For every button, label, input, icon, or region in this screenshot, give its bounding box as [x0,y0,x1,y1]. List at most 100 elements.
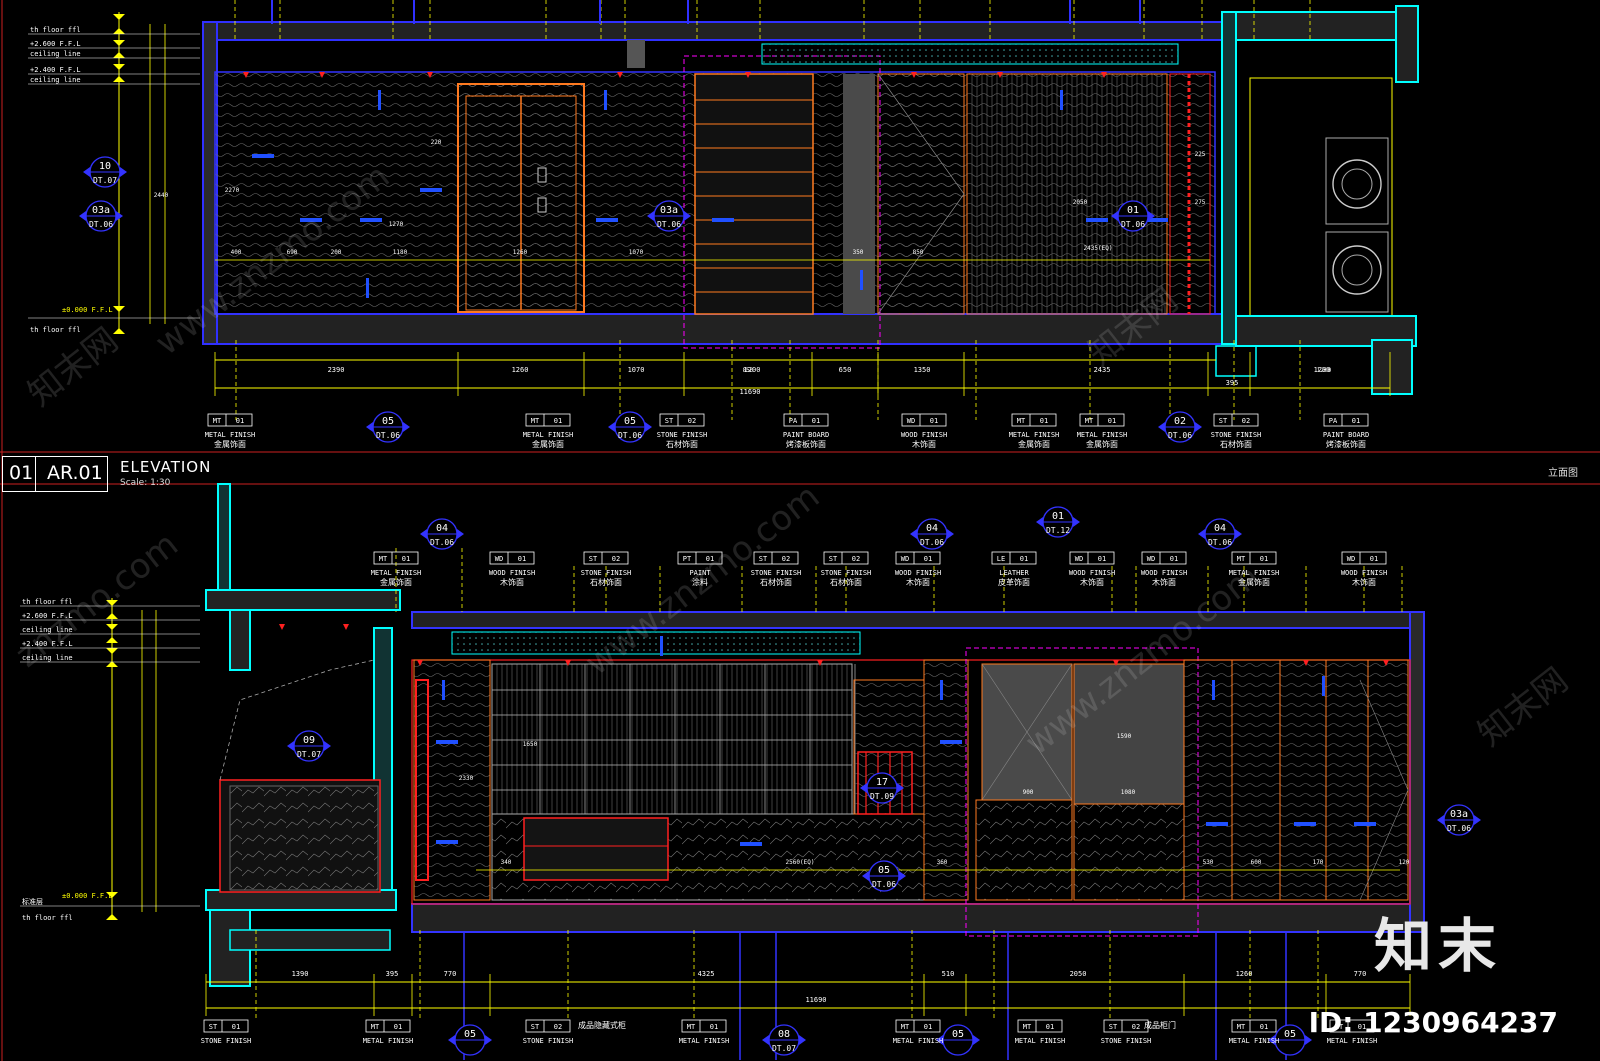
material-name: METAL FINISH [893,1037,944,1045]
dim-value: 1070 [628,366,645,374]
material-code: LE [997,555,1005,563]
material-number: 01 [1108,417,1116,425]
inner-dim: 220 [431,139,442,146]
top-laundry-box [1249,77,1393,319]
top-wood-panel [877,73,965,315]
door-swing [1359,789,1409,901]
top-right-wall [1221,11,1237,345]
material-name-cn: 金属饰面 [1018,439,1050,449]
material-code: MT [531,417,540,425]
leather-x [981,663,1073,801]
floor-level: ±0.000 F.F.L [62,306,113,314]
material-code: PA [1329,417,1338,425]
bot-ceiling-cove [451,631,861,655]
material-tag-box [895,1019,941,1033]
callout-arrow [120,167,127,177]
material-name: STONE FINISH [1101,1037,1152,1045]
material-name-cn: 木饰面 [1152,577,1176,587]
inner-dim: 1200 [1317,367,1332,374]
callout-arrow [899,871,906,881]
elevation-scale: Scale: 1:30 [120,478,171,488]
material-number: 02 [782,555,790,563]
callout-number: 05 [952,1029,964,1040]
material-tag-box [1103,1019,1149,1033]
material-name-cn: 金属饰面 [1086,439,1118,449]
material-name: METAL FINISH [371,569,422,577]
material-code: WD [907,417,915,425]
callout-ref: DT.09 [870,792,894,801]
material-number: 02 [1242,417,1250,425]
material-tag-box [681,1019,727,1033]
red-arrow [243,72,249,78]
dim-value: 510 [942,970,955,978]
level-label: ceiling line [30,50,81,58]
material-name: STONE FINISH [523,1037,574,1045]
dim-value: 1260 [512,366,529,374]
inner-dim: 1650 [523,741,538,748]
red-arrow [1383,660,1389,666]
material-code: MT [1085,417,1094,425]
washer-drum [1332,159,1382,209]
red-arrow [817,660,823,666]
callout-arrow [1073,517,1080,527]
blue-mark-v [1060,90,1063,110]
material-number: 01 [1098,555,1106,563]
inner-dim: 400 [231,249,242,256]
blue-mark [712,218,734,222]
bot-narrow-panel [923,659,969,901]
top-ceiling-slab [202,21,1224,41]
level-label: th floor ffl [30,26,81,34]
material-number: 01 [1040,417,1048,425]
blue-mark [360,218,382,222]
floor-level: ±0.000 F.F.L [62,892,113,900]
material-name-cn: 烤漆板饰面 [1326,439,1366,449]
material-name: WOOD FINISH [1341,569,1387,577]
red-arrow [1101,72,1107,78]
callout-arrow [83,167,90,177]
dim-value: 395 [386,970,399,978]
inner-dim: 1590 [1117,733,1132,740]
dim-value: 2435 [1094,366,1111,374]
material-number: 02 [852,555,860,563]
inner-dim: 200 [331,249,342,256]
material-code: MT [1237,1023,1246,1031]
material-tag-box [1341,551,1387,565]
dim-value: 650 [839,366,852,374]
material-number: 02 [688,417,696,425]
callout-arrow [910,529,917,539]
dim-value: 395 [1226,379,1239,387]
material-tag-box [1213,413,1259,427]
top-slatted-panel [966,73,1168,315]
callout-arrow [936,1035,943,1045]
door-handle [537,197,547,213]
material-number: 01 [1370,555,1378,563]
material-tag-box [525,413,571,427]
material-code: ST [829,555,838,563]
red-arrow [427,72,433,78]
material-name-cn: 木饰面 [500,577,524,587]
material-code: WD [495,555,503,563]
material-name-cn: 石材饰面 [830,577,862,587]
blue-mark [300,218,322,222]
level-label: ceiling line [22,626,73,634]
material-name-cn: 金属饰面 [214,439,246,449]
floor-label-cn: 标准层 [22,897,43,906]
material-tag-box [207,413,253,427]
material-tag-box [1323,413,1369,427]
material-code: MT [1023,1023,1032,1031]
material-name: STONE FINISH [201,1037,252,1045]
callout-number: 04 [436,523,448,534]
material-code: MT [901,1023,910,1031]
bot-base-cab-1 [975,799,1073,901]
inner-dim: 850 [913,249,924,256]
material-tag-box [489,551,535,565]
inner-dim: 1180 [393,249,408,256]
material-code: WD [1347,555,1355,563]
material-tag-box [1011,413,1057,427]
callout-arrow [366,422,373,432]
washer-drum-inner [1341,168,1373,200]
red-arrow [1113,660,1119,666]
material-name: STONE FINISH [751,569,802,577]
material-number: 01 [518,555,526,563]
callout-ref: DT.06 [657,220,681,229]
